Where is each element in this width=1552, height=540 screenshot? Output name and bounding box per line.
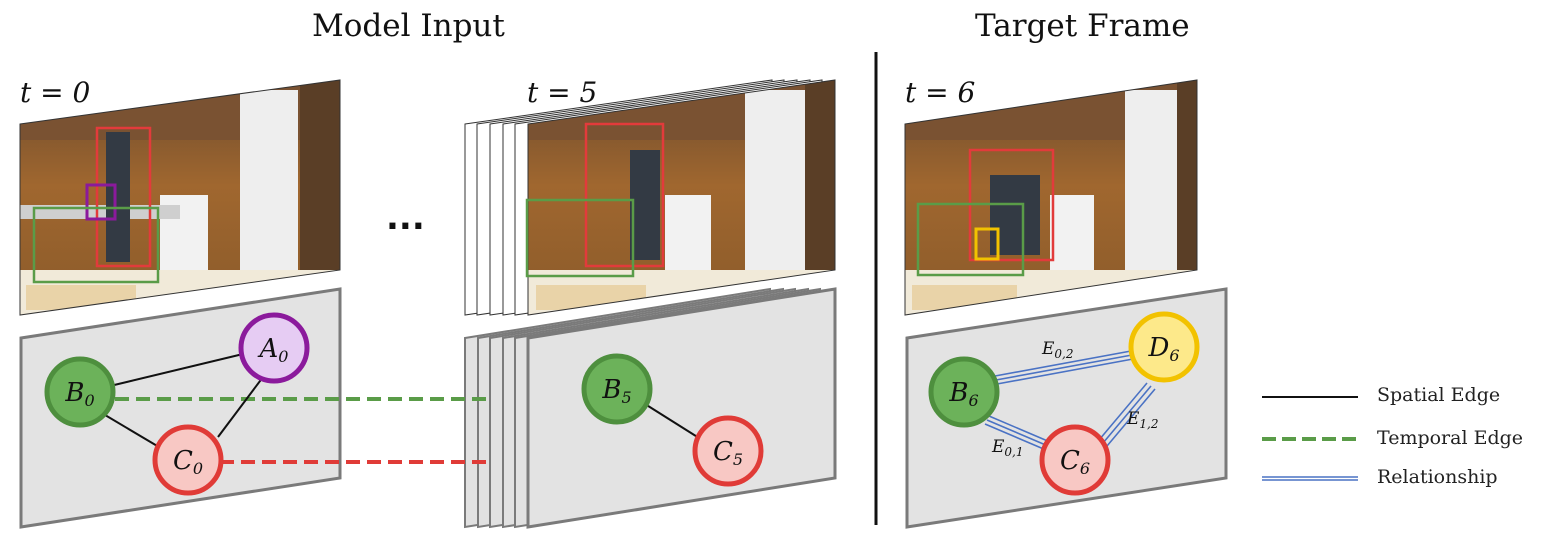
node-c5-circle <box>692 415 764 487</box>
edge-label-e02: E0,2 <box>1041 339 1074 361</box>
node-c0-circle <box>152 424 224 496</box>
node-a0: A0 <box>238 312 310 384</box>
relationship-edge-b6-d6 <box>994 350 1134 385</box>
edge-label-e01: E0,1 <box>991 437 1024 459</box>
legend-relationship-label: Relationship <box>1377 466 1498 488</box>
video-frame-t0 <box>19 79 341 316</box>
edge-label-e12: E1,2 <box>1126 409 1159 431</box>
relationship-edge-c6-d6 <box>1098 382 1156 447</box>
svg-text:C6: C6 <box>1060 446 1090 478</box>
legend-temporal-label: Temporal Edge <box>1377 427 1524 449</box>
node-b6-circle <box>928 356 1000 428</box>
node-c5: C5 <box>692 415 764 487</box>
frame-label-t6: t = 6 <box>905 76 976 109</box>
node-c6-circle <box>1039 424 1111 496</box>
frame-label-t5: t = 5 <box>527 76 598 109</box>
spatial-edge-a0-c0 <box>217 376 264 438</box>
svg-text:B5: B5 <box>601 375 631 407</box>
svg-text:D6: D6 <box>1147 333 1179 365</box>
svg-text:C5: C5 <box>713 437 743 469</box>
spatial-edge-b0-a0 <box>109 353 244 387</box>
relationship-edge-b6-c6 <box>984 415 1051 451</box>
node-b5-circle <box>581 353 653 425</box>
svg-text:B6: B6 <box>948 378 978 410</box>
ellipsis: ... <box>386 198 425 238</box>
legend-spatial-label: Spatial Edge <box>1377 384 1501 406</box>
node-a0-circle <box>238 312 310 384</box>
spatial-edge-b0-c0 <box>99 411 165 451</box>
node-c0: C0 <box>152 424 224 496</box>
node-c6: C6 <box>1039 424 1111 496</box>
model-input-title: Model Input <box>312 8 505 44</box>
node-b0-circle <box>44 356 116 428</box>
legend-relationship-swatch <box>1262 476 1358 481</box>
node-d6-circle <box>1128 311 1200 383</box>
node-b5: B5 <box>581 353 653 425</box>
target-frame-title: Target Frame <box>975 8 1190 44</box>
svg-text:C0: C0 <box>173 446 203 478</box>
svg-text:B0: B0 <box>64 378 94 410</box>
svg-text:A0: A0 <box>258 334 289 366</box>
node-b6: B6 <box>928 356 1000 428</box>
node-b0: B0 <box>44 356 116 428</box>
spatial-edge-b5-c5 <box>644 403 700 439</box>
node-d6: D6 <box>1128 311 1200 383</box>
frame-label-t0: t = 0 <box>20 76 91 109</box>
video-frame-t6 <box>904 79 1198 316</box>
video-frame-stack-t5 <box>464 79 836 316</box>
